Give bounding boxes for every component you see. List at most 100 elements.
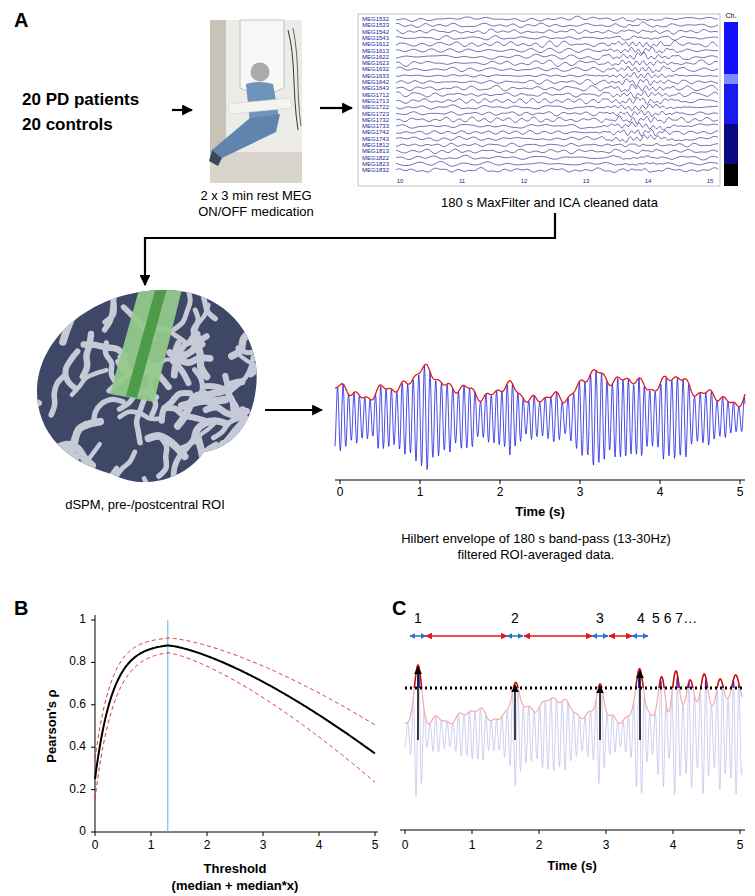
tick-mark bbox=[539, 830, 540, 834]
axis-tick: 2 bbox=[204, 839, 211, 853]
meg-traces-panel-part bbox=[724, 124, 738, 164]
envelope-plot-part bbox=[340, 480, 740, 484]
axis-tick: 1 bbox=[148, 839, 155, 853]
event-number: 4 bbox=[637, 610, 645, 626]
colorbar-label: Ch. bbox=[726, 12, 737, 20]
tick-mark bbox=[91, 747, 95, 748]
meg-traces-panel-part bbox=[396, 16, 718, 172]
step-caption: Hilbert envelope of 180 s band-pass (13-… bbox=[381, 531, 691, 565]
channel-name: MEG1823 bbox=[362, 160, 389, 167]
axis-tick: 0 bbox=[92, 839, 99, 853]
tick-mark bbox=[340, 480, 341, 484]
gyrus bbox=[251, 354, 289, 373]
gyrus bbox=[14, 432, 55, 447]
axis-tick: 3 bbox=[577, 486, 584, 500]
gyrus bbox=[223, 444, 234, 485]
axis-tick: 2 bbox=[536, 839, 543, 853]
axis-tick: 0 bbox=[402, 839, 409, 853]
correlation-plot-part bbox=[167, 620, 168, 832]
event-plot-part bbox=[400, 830, 745, 831]
meg-traces-panel bbox=[358, 14, 738, 186]
axis-tick: 3 bbox=[603, 839, 610, 853]
correlation-plot bbox=[91, 615, 378, 836]
meg-trace bbox=[396, 22, 718, 28]
meg-trace bbox=[396, 72, 718, 78]
gyrus bbox=[179, 464, 202, 495]
meg-trace bbox=[396, 130, 718, 137]
meg-photo-part bbox=[293, 28, 301, 126]
channel-name: MEG1712 bbox=[362, 91, 389, 98]
gyrus bbox=[34, 447, 69, 469]
brain-surface bbox=[8, 250, 296, 514]
meg-trace bbox=[396, 162, 718, 167]
group-label-node: 20 PD patients20 controls bbox=[22, 88, 172, 138]
meg-traces-panel-part bbox=[724, 74, 738, 84]
gyrus bbox=[20, 453, 63, 458]
gyrus bbox=[198, 439, 220, 475]
tick-mark bbox=[420, 480, 421, 484]
meg-trace bbox=[396, 110, 718, 117]
gyrus bbox=[188, 305, 209, 343]
interval-arrow bbox=[426, 635, 507, 637]
event-plot bbox=[400, 636, 745, 834]
event-plot-part bbox=[405, 830, 740, 834]
axis-tick: 0.2 bbox=[69, 783, 86, 797]
gyrus bbox=[65, 351, 77, 388]
gyrus bbox=[33, 290, 47, 330]
tick-mark bbox=[740, 480, 741, 484]
step-caption: 180 s MaxFilter and ICA cleaned data bbox=[352, 195, 747, 213]
tick-mark bbox=[472, 830, 473, 834]
gyrus bbox=[207, 473, 247, 481]
duration-arrow bbox=[507, 635, 523, 637]
panel-letter: C bbox=[392, 597, 406, 620]
axis-tick: 0 bbox=[79, 825, 86, 839]
channel-name: MEG1542 bbox=[362, 28, 389, 35]
event-number: 5 6 7… bbox=[652, 610, 697, 626]
correlation-plot-part bbox=[95, 832, 378, 833]
meg-photo-part bbox=[212, 114, 280, 158]
gyrus bbox=[159, 437, 167, 476]
tick-mark bbox=[91, 832, 95, 833]
mean-line bbox=[95, 645, 375, 779]
gyrus bbox=[254, 266, 278, 301]
gyrus bbox=[173, 440, 193, 478]
tick-mark bbox=[580, 480, 581, 484]
channel-name: MEG1642 bbox=[362, 79, 389, 86]
gyrus bbox=[232, 320, 251, 356]
meg-trace bbox=[396, 143, 718, 147]
signal-trace bbox=[405, 669, 742, 688]
flow-arrow bbox=[145, 213, 555, 285]
meg-trace bbox=[396, 167, 718, 172]
step-caption: dSPM, pre-/postcentral ROI bbox=[25, 497, 265, 515]
axis-tick: 4 bbox=[657, 486, 664, 500]
axis-tick: 1 bbox=[79, 613, 86, 627]
duration-arrow bbox=[592, 635, 608, 637]
meg-trace bbox=[396, 116, 718, 124]
gyrus bbox=[188, 370, 203, 405]
axis-title: Time (s) bbox=[547, 859, 597, 874]
event-segments bbox=[405, 665, 742, 688]
flow-arrow bbox=[320, 107, 352, 109]
meg-trace bbox=[396, 155, 718, 160]
gyrus bbox=[72, 370, 107, 395]
channel-name: MEG1822 bbox=[362, 154, 389, 161]
channel-name: MEG1633 bbox=[362, 72, 389, 79]
tick-mark bbox=[91, 662, 95, 663]
axis-tick: 14 bbox=[645, 178, 652, 185]
tick-mark bbox=[95, 832, 96, 836]
flow-arrow bbox=[265, 409, 322, 411]
event-plot-part bbox=[410, 636, 648, 740]
channel-name: MEG1643 bbox=[362, 85, 389, 92]
event-number: 1 bbox=[414, 610, 422, 626]
tick-mark bbox=[91, 704, 95, 705]
flow-arrow bbox=[172, 109, 192, 111]
axis-tick: 12 bbox=[521, 178, 528, 185]
channel-name: MEG1612 bbox=[362, 41, 389, 48]
gyrus bbox=[179, 252, 195, 290]
meg-trace bbox=[396, 97, 718, 104]
axis-tick: 1 bbox=[417, 486, 424, 500]
step-caption-node: dSPM, pre-/postcentral ROI bbox=[25, 285, 265, 515]
envelope-plot bbox=[335, 364, 745, 484]
tick-mark bbox=[375, 832, 376, 836]
axis-tick: 5 bbox=[737, 839, 744, 853]
